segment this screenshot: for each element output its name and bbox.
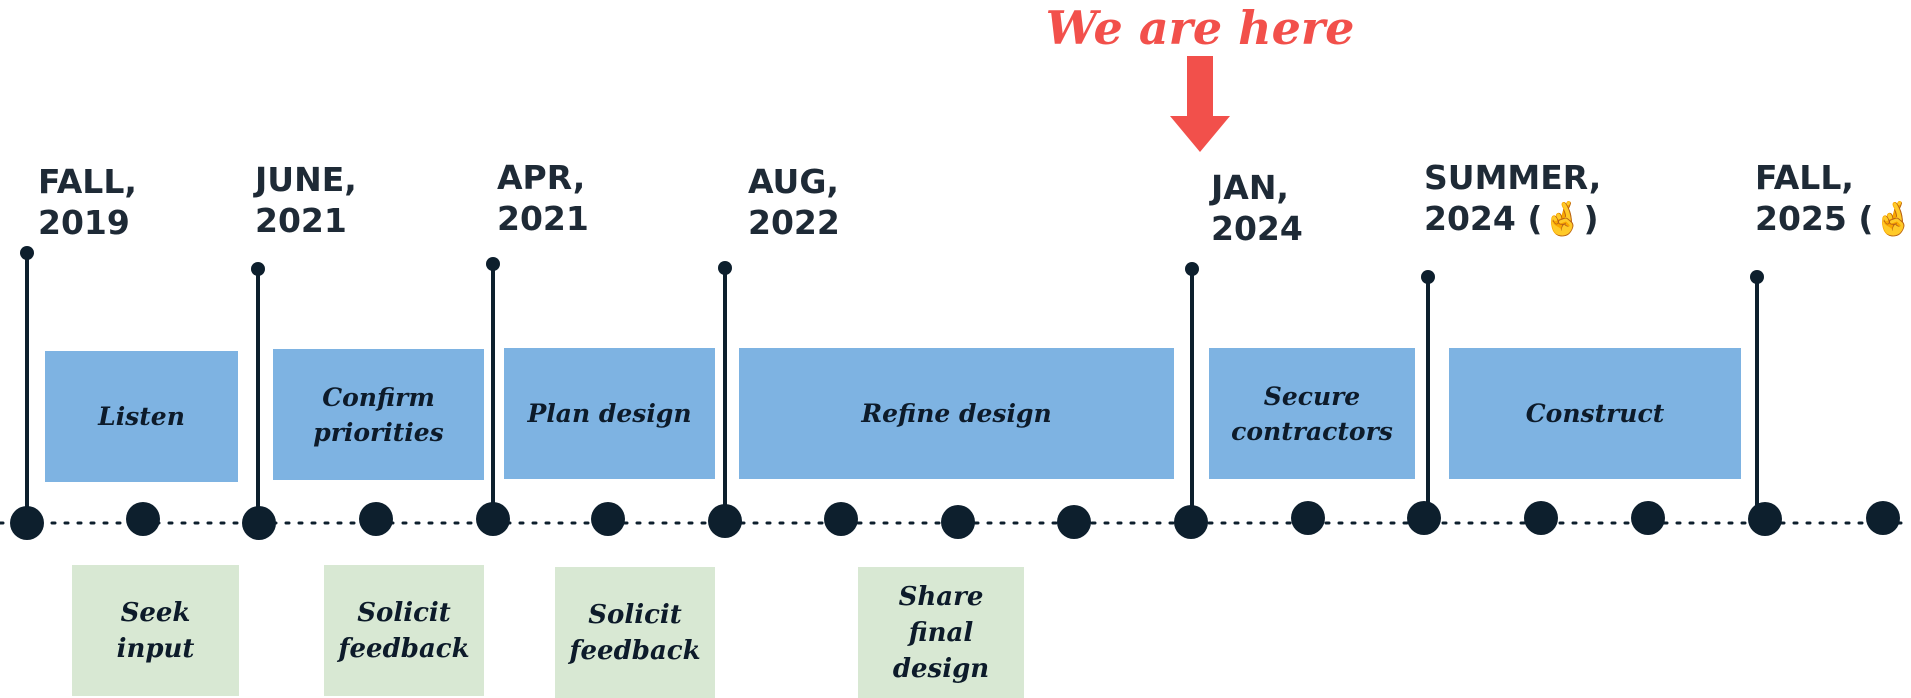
phase-box-refine-design: Refine design <box>739 348 1174 479</box>
phase-label: Confirm priorities <box>313 382 444 447</box>
timeline-dot <box>824 502 858 536</box>
timeline-dot <box>1524 501 1558 535</box>
task-box-solicit-feedback-1: Solicit feedback <box>324 565 484 696</box>
timeline-dot <box>242 506 276 540</box>
milestone-date-2: JUNE,2021 <box>255 160 357 240</box>
phase-label: Refine design <box>861 399 1052 428</box>
task-box-share-final-design: Share final design <box>858 567 1024 698</box>
phase-label: Construct <box>1525 399 1665 428</box>
milestone-date-4: AUG,2022 <box>748 162 840 242</box>
phase-box-secure-contractors: Secure contractors <box>1209 348 1415 479</box>
milestone-pole-6 <box>1421 270 1435 518</box>
phase-label: Plan design <box>527 399 692 428</box>
timeline-dot <box>476 502 510 536</box>
timeline-dot <box>359 502 393 536</box>
milestone-pole-4 <box>718 261 732 522</box>
timeline-dot <box>1866 501 1900 535</box>
timeline-dot <box>1291 501 1325 535</box>
down-arrow-icon <box>1170 56 1230 152</box>
task-label: Share final design <box>892 581 990 684</box>
timeline-dot <box>1174 505 1208 539</box>
task-label: Solicit feedback <box>338 597 470 664</box>
task-label: Solicit feedback <box>569 599 701 666</box>
milestone-date-3: APR,2021 <box>497 158 589 238</box>
phase-label: Secure contractors <box>1231 381 1393 446</box>
phase-box-confirm-priorities: Confirm priorities <box>273 349 484 480</box>
task-label: Seek input <box>116 597 195 664</box>
timeline-dot <box>1631 501 1665 535</box>
timeline-dot <box>1407 501 1441 535</box>
we-are-here-label: We are here <box>1045 1 1355 55</box>
timeline-dot <box>1748 502 1782 536</box>
milestone-pole-1 <box>20 246 34 522</box>
phase-box-listen: Listen <box>45 351 238 482</box>
milestone-pole-7 <box>1750 270 1764 520</box>
timeline-dot <box>1057 505 1091 539</box>
milestone-pole-3 <box>486 257 500 522</box>
milestone-date-7: FALL,2025 (🤞) <box>1755 158 1911 238</box>
task-box-seek-input: Seek input <box>72 565 239 696</box>
milestone-date-5: JAN,2024 <box>1211 168 1303 248</box>
phase-label: Listen <box>98 402 185 431</box>
milestone-date-1: FALL,2019 <box>38 162 137 242</box>
phase-box-plan-design: Plan design <box>504 348 715 479</box>
timeline-dot <box>941 505 975 539</box>
milestone-date-6: SUMMER,2024 (🤞) <box>1424 158 1602 238</box>
timeline-dot <box>708 504 742 538</box>
milestone-pole-5 <box>1185 262 1199 522</box>
task-box-solicit-feedback-2: Solicit feedback <box>555 567 715 698</box>
timeline-dot <box>10 506 44 540</box>
timeline-dot <box>126 502 160 536</box>
phase-box-construct: Construct <box>1449 348 1741 479</box>
timeline-dot <box>591 502 625 536</box>
milestone-pole-2 <box>251 262 265 522</box>
